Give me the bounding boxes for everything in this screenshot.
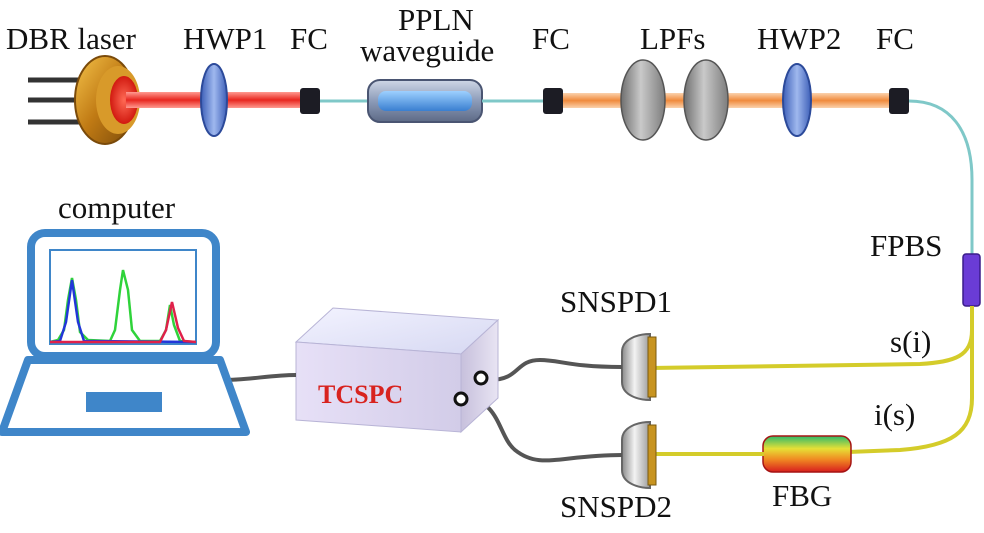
touchpad — [86, 392, 162, 412]
label-computer: computer — [58, 190, 176, 225]
tcspc-port-1 — [473, 370, 489, 386]
label-waveguide: waveguide — [360, 33, 494, 68]
laser-aperture — [110, 76, 138, 124]
label-s-i: s(i) — [890, 324, 931, 359]
label-fc-3: FC — [876, 21, 914, 56]
label-i-s: i(s) — [874, 397, 915, 432]
label-fc-1: FC — [290, 21, 328, 56]
fpbs-splitter — [962, 253, 981, 307]
label-dbr-laser: DBR laser — [6, 21, 137, 56]
label-lpfs: LPFs — [640, 21, 705, 56]
hwp1-plate — [200, 63, 228, 137]
label-tcspc: TCSPC — [318, 380, 403, 409]
hwp2-plate — [782, 63, 812, 137]
tcspc-port-2 — [453, 391, 469, 407]
lpf-2 — [683, 59, 729, 141]
label-hwp1: HWP1 — [183, 21, 267, 56]
fc2-connector — [543, 88, 563, 114]
fc1-connector — [300, 88, 320, 114]
cable-snspd2-tcspc — [464, 396, 623, 463]
trace-red — [50, 301, 197, 344]
lpf-1 — [620, 59, 666, 141]
fiber-fc3-fpbs — [908, 99, 974, 256]
label-snspd1: SNSPD1 — [560, 284, 672, 319]
cable-snspd1-tcspc — [489, 357, 623, 382]
label-fpbs: FPBS — [870, 228, 942, 263]
snspd1-detector — [621, 332, 657, 402]
ppln-waveguide — [367, 79, 483, 123]
snspd2-detector — [621, 420, 657, 490]
dbr-laser — [28, 55, 140, 145]
cable-tcspc-computer — [221, 373, 297, 382]
fiber-i-s — [847, 306, 974, 454]
label-ppln: PPLN — [398, 2, 474, 37]
label-fc-2: FC — [532, 21, 570, 56]
fbg-grating — [762, 435, 852, 473]
fc3-connector — [889, 88, 909, 114]
label-fbg: FBG — [772, 478, 832, 513]
tcspc-box — [294, 307, 500, 434]
computer-laptop — [0, 229, 250, 436]
label-hwp2: HWP2 — [757, 21, 841, 56]
monitor-screen — [49, 249, 197, 345]
label-snspd2: SNSPD2 — [560, 489, 672, 524]
